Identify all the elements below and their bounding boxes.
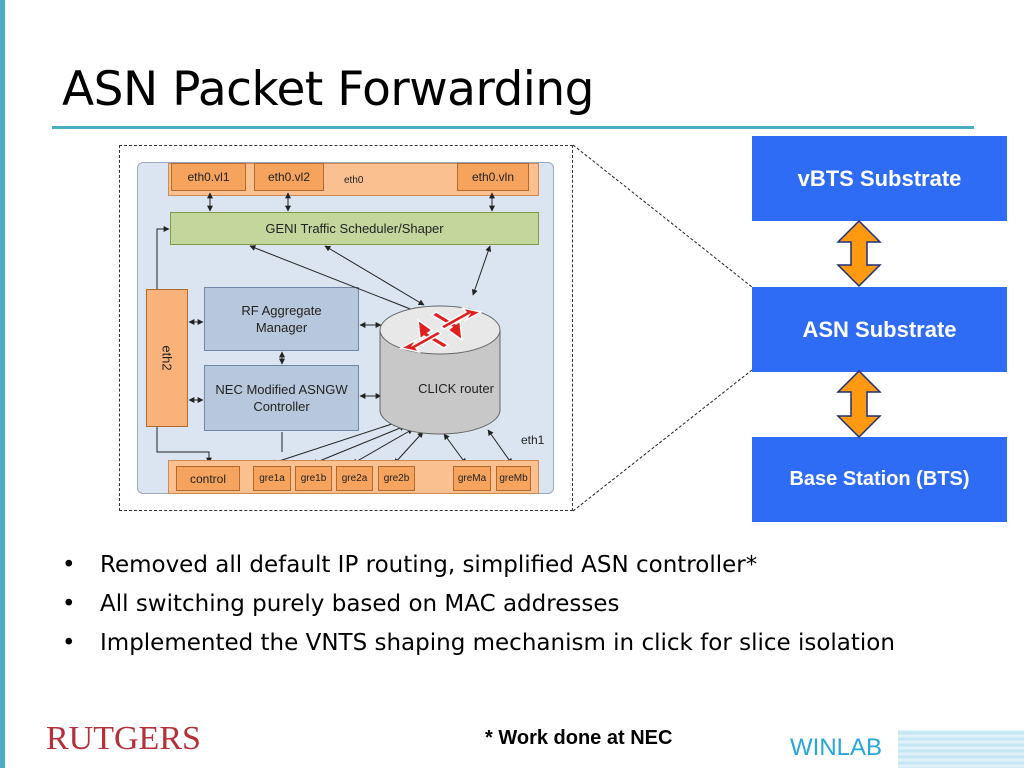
bullet-list: •Removed all default IP routing, simplif… [62, 550, 962, 667]
gre-1b-port: gre1b [295, 466, 332, 491]
asngw-controller-label: NEC Modified ASNGW Controller [215, 382, 348, 414]
bullet-text: Removed all default IP routing, simplifi… [100, 552, 758, 578]
gre-2a-label: gre2a [341, 473, 368, 484]
gre-2b-port: gre2b [378, 466, 415, 491]
control-port-label: control [189, 471, 227, 486]
gre-2a-port: gre2a [336, 466, 373, 491]
diagram-frame [119, 145, 573, 511]
asn-bts-double-arrow [836, 369, 882, 439]
eth0-vl2-port: eth0.vl2 [254, 163, 324, 191]
gre-Ma-port: greMa [453, 466, 491, 491]
bullet-item: •All switching purely based on MAC addre… [62, 591, 620, 617]
gre-2b-label: gre2b [383, 473, 410, 484]
eth0-vln-port: eth0.vln [457, 163, 529, 191]
asn-substrate-box: ASN Substrate [752, 287, 1007, 372]
base-station-label: Base Station (BTS) [789, 468, 970, 490]
traffic-scheduler-box: GENI Traffic Scheduler/Shaper [170, 212, 539, 245]
eth2-interface: eth2 [146, 289, 188, 427]
vbts-substrate-box: vBTS Substrate [752, 136, 1007, 221]
gre-1a-port: gre1a [253, 466, 291, 491]
gre-Mb-port: greMb [496, 466, 531, 491]
bullet-text: All switching purely based on MAC addres… [100, 591, 620, 617]
bullet-item: •Implemented the VNTS shaping mechanism … [62, 630, 895, 656]
bullet-text: Implemented the VNTS shaping mechanism i… [100, 630, 895, 656]
base-station-box: Base Station (BTS) [752, 437, 1007, 522]
eth1-label: eth1 [521, 433, 545, 447]
vbts-asn-double-arrow [836, 219, 882, 288]
eth0-vl1-label: eth0.vl1 [187, 170, 230, 184]
eth0-vl1-port: eth0.vl1 [171, 163, 246, 191]
eth0-vl2-label: eth0.vl2 [267, 170, 311, 184]
click-router-label: CLICK router [418, 381, 494, 396]
eth0-vln-label: eth0.vln [471, 170, 515, 184]
left-accent-bar [0, 0, 5, 768]
eth0-label: eth0 [344, 175, 364, 186]
rutgers-logo: RUTGERS [46, 720, 201, 757]
asn-substrate-label: ASN Substrate [802, 316, 957, 342]
vbts-substrate-label: vBTS Substrate [797, 165, 962, 191]
winlab-band [898, 730, 1024, 768]
footnote: * Work done at NEC [485, 727, 673, 749]
click-router-cylinder [379, 305, 501, 435]
traffic-scheduler-label: GENI Traffic Scheduler/Shaper [265, 221, 444, 236]
title-underline [52, 126, 974, 129]
slide-title: ASN Packet Forwarding [62, 62, 594, 117]
gre-Mb-label: greMb [499, 473, 528, 484]
gre-1b-label: gre1b [300, 473, 327, 484]
asngw-controller-box: NEC Modified ASNGW Controller [204, 365, 359, 431]
bullet-item: •Removed all default IP routing, simplif… [62, 552, 758, 578]
gre-1a-label: gre1a [259, 473, 285, 484]
control-port: control [176, 466, 240, 491]
gre-Ma-label: greMa [457, 473, 487, 484]
winlab-logo: WINLAB [790, 734, 883, 761]
